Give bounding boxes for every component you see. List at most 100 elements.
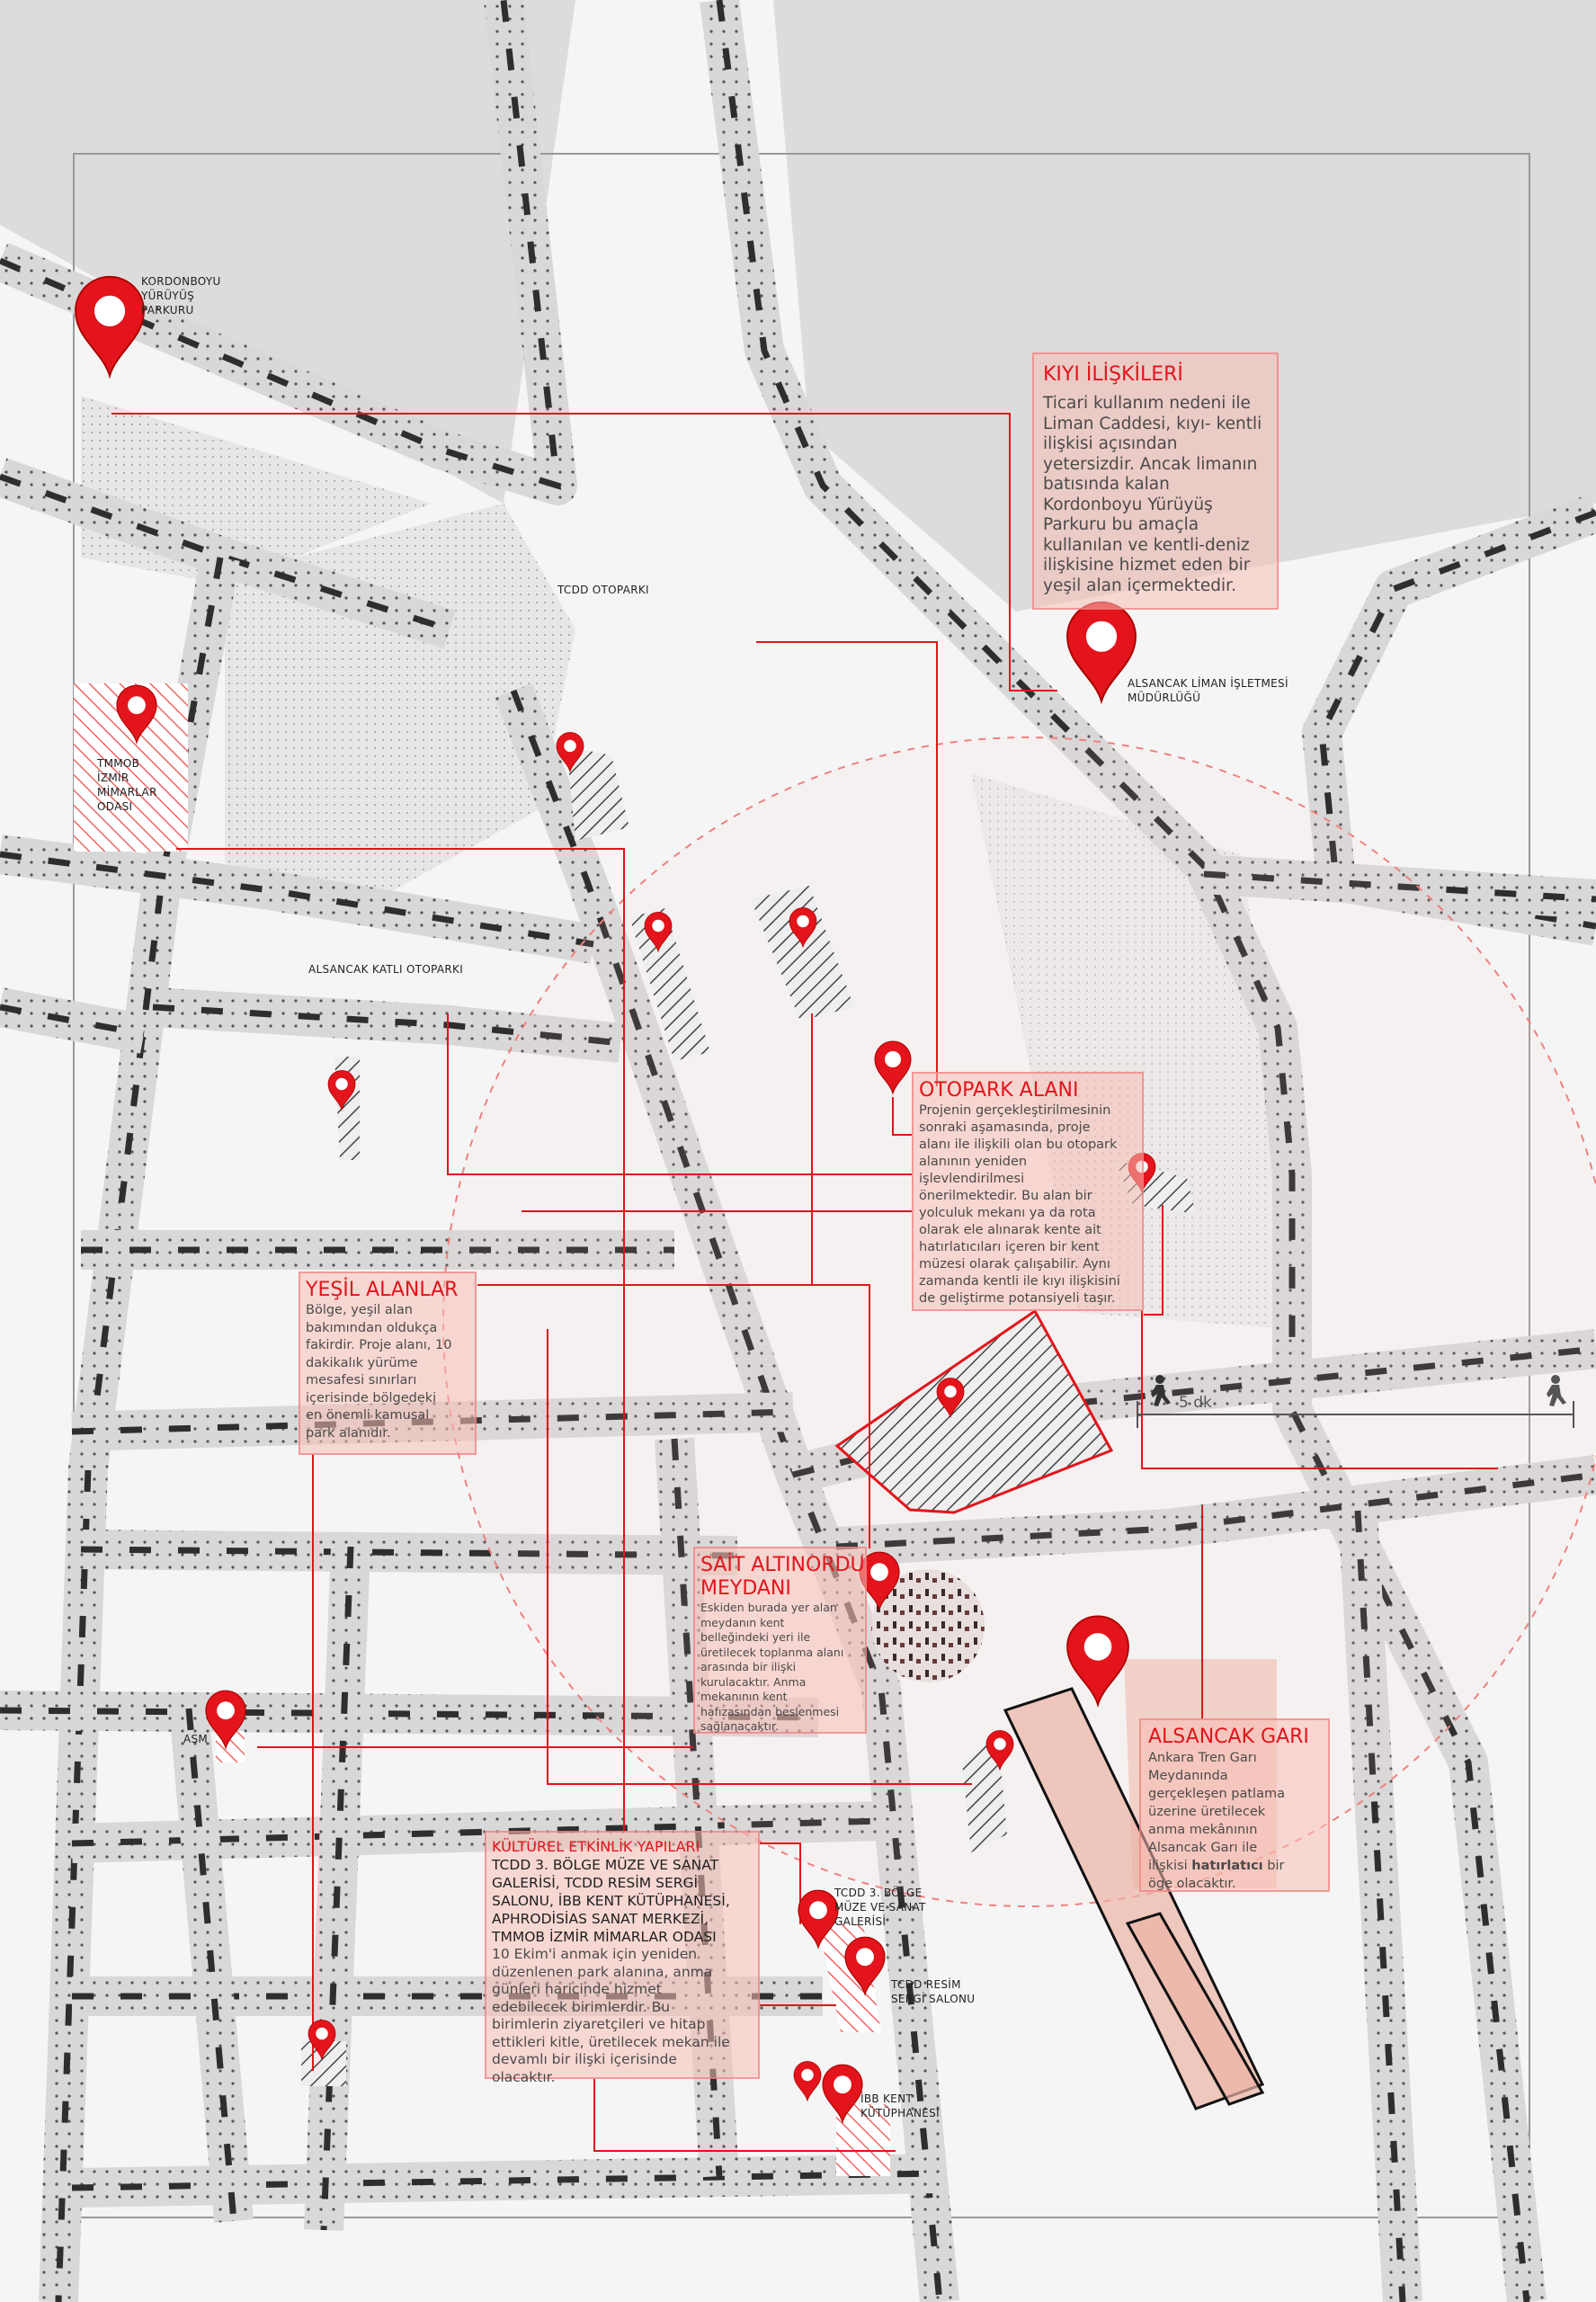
text-line: TCDD 3. BÖLGE xyxy=(834,1887,923,1899)
box-title: ALSANCAK GARI xyxy=(1148,1726,1309,1748)
text-line: yolculuk mekanı ya da rota xyxy=(919,1206,1096,1220)
location-pin-icon[interactable] xyxy=(308,2020,336,2061)
box-body-line: ilişkisi hatırlatıcı bir xyxy=(1148,1857,1321,1875)
text-line: meydanın kent xyxy=(700,1615,785,1629)
text-line: Liman Caddesi, kıyı- kentli xyxy=(1043,414,1262,433)
location-pin-icon[interactable] xyxy=(798,1889,839,1950)
location-pin-icon[interactable] xyxy=(844,1936,886,1996)
location-pin-icon[interactable] xyxy=(985,1730,1014,1771)
text-line: gerçekleşen patlama xyxy=(1148,1787,1285,1801)
text-line: Eskiden burada yer alan xyxy=(700,1601,837,1614)
road-centerline xyxy=(1354,1510,1406,2302)
text-line: ODASI xyxy=(97,800,133,813)
connector-line xyxy=(892,1097,912,1136)
text-line: YÜRÜYÜŞ xyxy=(141,290,195,302)
text-line: APHRODİSİAS SANAT MERKEZİ, xyxy=(492,1911,709,1927)
text-line: birimlerin ziyaretçileri ve hitap xyxy=(492,2016,706,2032)
connector-lines xyxy=(111,413,1498,2152)
info-box-kulturel-etkinlik: KÜLTÜREL ETKİNLİK YAPILARI TCDD 3. BÖLGE… xyxy=(485,1831,760,2085)
label-asm: ASM xyxy=(183,1732,208,1746)
text-line: alanı ile ilişkili olan bu otopark xyxy=(919,1138,1118,1152)
text-line: ettikleri kitle, üretilecek mekan ile xyxy=(492,2033,730,2050)
connector-line xyxy=(1144,1205,1164,1316)
text-line: İBB KENT xyxy=(860,2092,913,2105)
text: bir xyxy=(1262,1859,1285,1873)
text-line: işlevlendirilmesi xyxy=(919,1172,1025,1186)
location-pin-icon[interactable] xyxy=(116,684,157,745)
text-line: içerisinde bölgedeki xyxy=(306,1390,437,1405)
text-line: hatırlatıcıları içeren bir kent xyxy=(919,1240,1100,1254)
walking-scale-bar xyxy=(1137,1401,1574,1428)
road xyxy=(0,987,148,1054)
text-line: TCDD RESİM xyxy=(891,1978,961,1991)
text-line: alanının yeniden xyxy=(919,1155,1028,1169)
location-pin-icon[interactable] xyxy=(822,2064,863,2124)
text-line: SERGİ SALONU xyxy=(891,1993,976,2005)
connector-line xyxy=(176,848,625,1831)
road-centerline xyxy=(320,1546,354,2231)
label-katli-otopark: ALSANCAK KATLI OTOPARKI xyxy=(308,962,463,977)
text-line: SAİT ALTINORDU xyxy=(700,1554,865,1576)
road-centerline xyxy=(510,689,943,2302)
location-pin-icon[interactable] xyxy=(644,912,673,953)
hatched-building xyxy=(629,908,710,1061)
info-box-kiyi-iliskileri: KIYI İLİŞKİLERİ Ticari kullanım nedeni i… xyxy=(1032,352,1279,610)
hatched-building xyxy=(751,886,854,1021)
location-pin-icon[interactable] xyxy=(789,907,817,949)
station-platform xyxy=(1125,1912,1265,2106)
road-centerline xyxy=(0,473,451,633)
box-title: KIYI İLİŞKİLERİ xyxy=(1043,363,1183,386)
connector-line xyxy=(756,641,938,1086)
text-line: zamanda kentli ile kıyı ilişkisini xyxy=(919,1274,1120,1289)
location-pin-icon[interactable] xyxy=(75,275,145,379)
text-line: kullanılan ve kentli-deniz xyxy=(1043,535,1250,555)
road-centerline xyxy=(0,851,594,948)
text-line: Alsancak Garı ile xyxy=(1148,1841,1258,1855)
location-pin-icon[interactable] xyxy=(327,1070,356,1111)
location-pin-icon[interactable] xyxy=(793,2061,822,2102)
text-line: ASM xyxy=(183,1733,209,1745)
text-line: batısında kalan xyxy=(1043,475,1170,494)
pedestrian-icon xyxy=(1151,1375,1171,1406)
text-line: KORDONBOYU xyxy=(141,275,221,288)
road-centerline xyxy=(185,1708,237,2222)
text-line: Ticari kullanım nedeni ile xyxy=(1043,394,1251,413)
pedestrian-icon xyxy=(1547,1375,1566,1406)
road-centerline xyxy=(1203,870,1596,903)
text-line: ALSANCAK KATLI OTOPARKI xyxy=(308,963,464,976)
text-line: Projenin gerçekleştirilmesinin xyxy=(919,1103,1111,1118)
location-pin-icon[interactable] xyxy=(205,1690,246,1750)
text-line: dakikalık yürüme xyxy=(306,1355,418,1370)
info-box-otopark-alani: OTOPARK ALANI Projenin gerçekleştirilmes… xyxy=(912,1072,1144,1311)
label-kordonboyu: KORDONBOYU YÜRÜYÜŞ PARKURU xyxy=(141,274,221,317)
text-line: anma mekânının xyxy=(1148,1823,1258,1837)
text-line: PARKURU xyxy=(141,304,194,317)
text-line: müzesi olarak çalışabilir. Aynı xyxy=(919,1257,1110,1271)
connector-line xyxy=(477,1284,870,1548)
location-pin-icon[interactable] xyxy=(874,1040,912,1095)
text-line: ALSANCAK LİMAN İŞLETMESİ xyxy=(1128,677,1288,690)
location-pin-icon[interactable] xyxy=(556,732,584,773)
text-line: arasında bir ilişki xyxy=(700,1660,797,1673)
text-line: TMMOB xyxy=(97,757,140,770)
box-title: KÜLTÜREL ETKİNLİK YAPILARI xyxy=(492,1838,700,1855)
text-line: park alanıdır. xyxy=(306,1425,391,1441)
text-line: MÜZE VE SANAT xyxy=(834,1901,926,1914)
text-line: bakımından oldukça xyxy=(306,1320,438,1335)
map-frame xyxy=(73,153,1530,2218)
location-pin-icon[interactable] xyxy=(936,1378,965,1419)
text-line: devamlı bir ilişki içerisinde xyxy=(492,2051,677,2067)
text: ilişkisi xyxy=(1148,1859,1192,1873)
road-centerline xyxy=(55,557,224,2302)
connector-line xyxy=(760,1842,801,1924)
label-tcdd-resim: TCDD RESİM SERGİ SALONU xyxy=(891,1977,975,2006)
box-body-line: öge olacaktır. xyxy=(1148,1877,1236,1891)
location-pin-icon[interactable] xyxy=(1066,1615,1129,1709)
